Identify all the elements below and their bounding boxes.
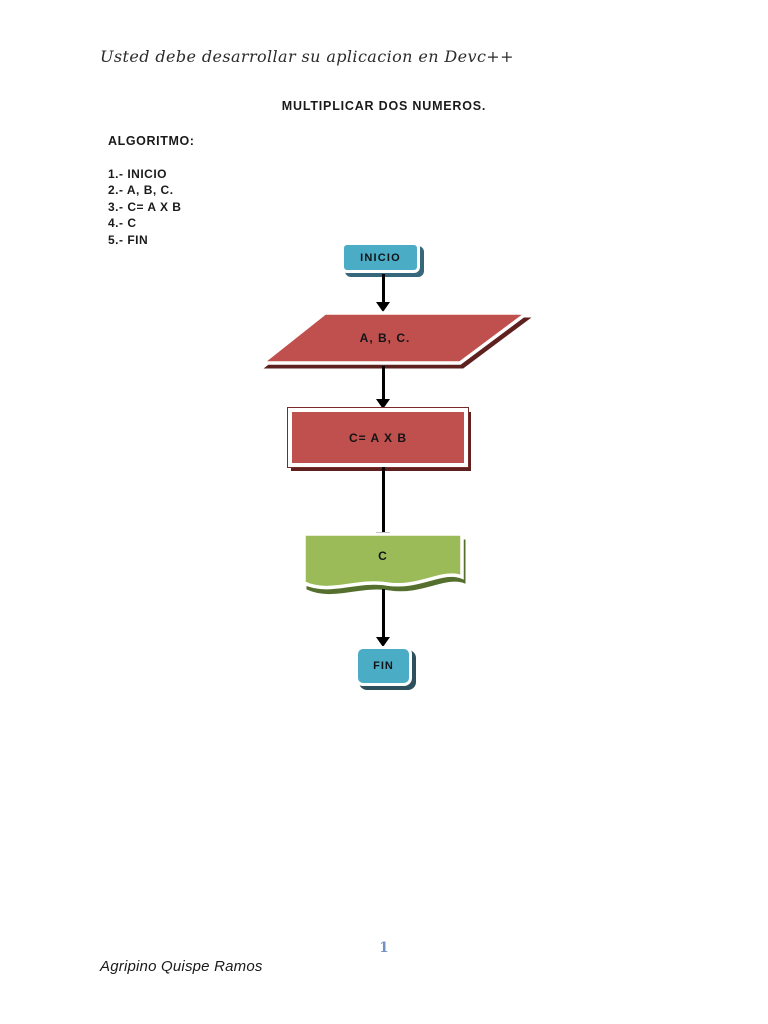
arrow-head-icon — [376, 637, 390, 647]
algorithm-steps: 1.- INICIO 2.- A, B, C. 3.- C= A X B 4.-… — [108, 166, 181, 248]
output-node-label: C — [378, 549, 388, 563]
algorithm-step-4: 4.- C — [108, 216, 137, 231]
algorithm-step-2: 2.- A, B, C. — [108, 183, 174, 198]
algorithm-heading: ALGORITMO: — [108, 134, 195, 148]
parallelogram-shape — [260, 311, 533, 365]
flow-arrow-2 — [376, 366, 390, 409]
arrow-line — [381, 589, 385, 639]
flowchart-process-node: C= A X B — [287, 407, 469, 468]
document-shape — [302, 532, 464, 590]
arrow-line — [381, 274, 385, 304]
flowchart-end-node: FIN — [355, 646, 412, 686]
process-node-label: C= A X B — [348, 430, 408, 445]
flowchart-start-node: INICIO — [341, 242, 420, 273]
arrow-head-icon — [376, 399, 390, 409]
algorithm-step-1: 1.- INICIO — [108, 167, 168, 181]
algorithm-step-5: 5.- FIN — [108, 232, 149, 247]
arrow-head-icon — [376, 302, 390, 312]
header-note: Usted debe desarrollar su aplicacion en … — [100, 47, 514, 66]
input-node-label: A, B, C. — [359, 331, 411, 345]
start-node-label: INICIO — [360, 251, 401, 264]
flowchart-input-parallelogram — [260, 311, 533, 369]
flow-arrow-4 — [376, 589, 390, 647]
arrow-line — [381, 366, 385, 401]
flow-arrow-1 — [376, 274, 390, 312]
end-node-label: FIN — [373, 660, 394, 672]
page-title: MULTIPLICAR DOS NUMEROS. — [281, 99, 487, 113]
footer-author: Agripino Quispe Ramos — [100, 958, 263, 975]
algorithm-step-3: 3.- C= A X B — [108, 199, 182, 214]
arrow-line — [381, 467, 385, 534]
flowchart-output-document — [302, 532, 466, 595]
page-number: 1 — [379, 940, 389, 956]
